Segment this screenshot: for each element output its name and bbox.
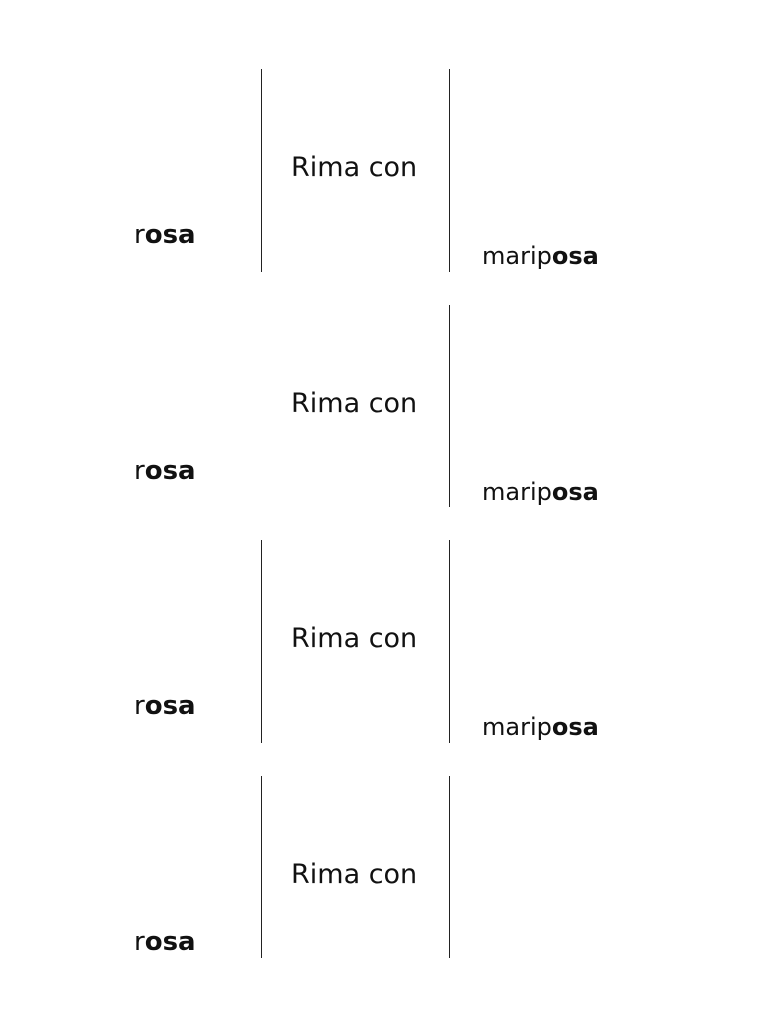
divider-left — [261, 776, 262, 958]
left-word: rosa — [134, 218, 196, 252]
right-word: mariposa — [482, 712, 599, 742]
left-word-plain: r — [134, 220, 145, 250]
divider-right — [449, 305, 450, 507]
rhymes-with-label: Rima con — [291, 859, 418, 890]
right-word-plain: marip — [482, 478, 552, 506]
left-word-bold: osa — [144, 220, 196, 250]
left-word-plain: r — [134, 456, 145, 486]
left-word: rosa — [134, 689, 196, 723]
right-word: mariposa — [482, 477, 599, 507]
right-word: mariposa — [482, 241, 599, 271]
divider-right — [449, 776, 450, 958]
left-word: rosa — [134, 925, 196, 959]
divider-right — [449, 540, 450, 743]
divider-right — [449, 69, 450, 272]
left-word-bold: osa — [144, 691, 196, 721]
rhymes-with-label: Rima con — [291, 152, 418, 183]
left-word-bold: osa — [144, 456, 196, 486]
divider-left — [261, 540, 262, 743]
rhymes-with-label: Rima con — [291, 623, 418, 654]
right-word-plain: marip — [482, 242, 552, 270]
left-word: rosa — [134, 454, 196, 488]
left-word-bold: osa — [144, 927, 196, 957]
right-word-bold: osa — [551, 242, 599, 270]
rhymes-with-label: Rima con — [291, 388, 418, 419]
left-word-plain: r — [134, 927, 145, 957]
left-word-plain: r — [134, 691, 145, 721]
right-word-bold: osa — [551, 713, 599, 741]
divider-left — [261, 69, 262, 272]
right-word-bold: osa — [551, 478, 599, 506]
right-word-plain: marip — [482, 713, 552, 741]
